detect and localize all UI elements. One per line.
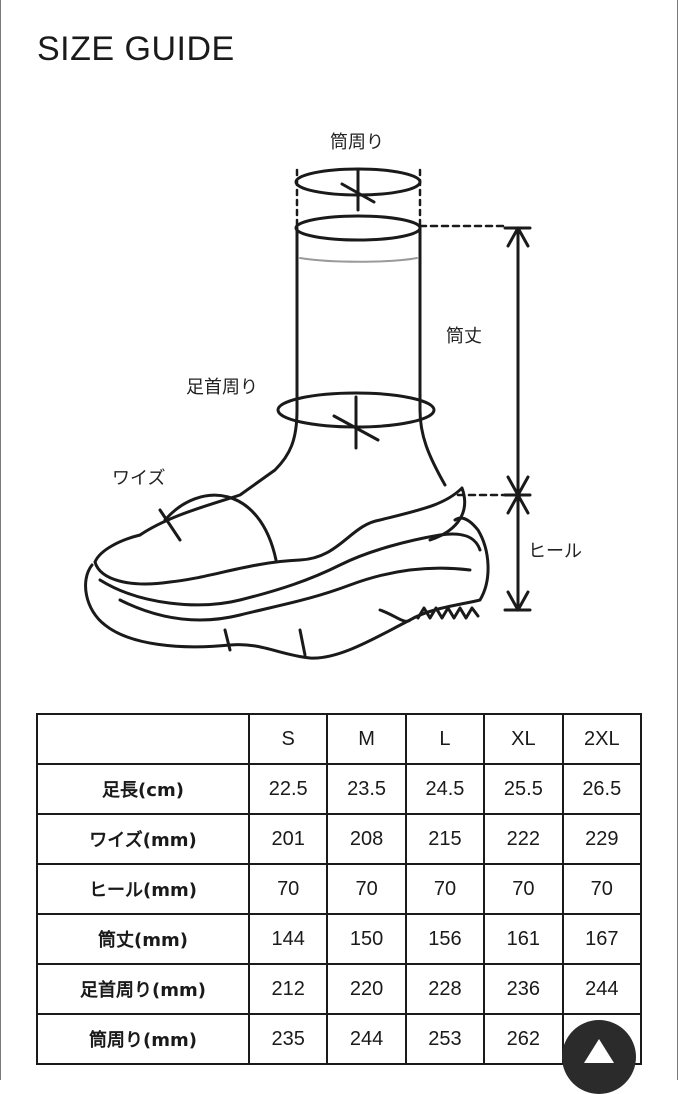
table-cell: 201 [247, 813, 329, 865]
table-cell: 167 [561, 913, 643, 965]
table-cell: 70 [247, 863, 329, 915]
table-cell: 229 [561, 813, 643, 865]
shaft-opening [294, 214, 422, 242]
table-row: ワイズ(mm) 201 208 215 222 229 [36, 813, 643, 865]
table-cell: 236 [483, 963, 564, 1015]
table-cell: 23.5 [326, 763, 407, 815]
width-arc [163, 493, 278, 562]
size-column-header: 2XL [561, 713, 643, 765]
table-cell: 70 [404, 863, 486, 915]
table-row: 足長(cm) 22.5 23.5 24.5 25.5 26.5 [36, 763, 643, 815]
table-row: 筒周り(mm) 235 244 253 262 271 [36, 1013, 643, 1065]
table-cell: 70 [561, 863, 643, 915]
page-title: SIZE GUIDE [37, 30, 235, 68]
table-cell: 262 [483, 1013, 564, 1065]
table-cell: 222 [483, 813, 564, 865]
label-ankle-circumference: 足首周り [186, 377, 258, 398]
boot-size-diagram: 筒周り 筒丈 足首周り ワイズ ヒール [84, 132, 582, 660]
table-cell: 161 [483, 913, 564, 965]
row-label: ワイズ(mm) [36, 813, 250, 865]
boot-upper [93, 486, 467, 586]
row-label: ヒール(mm) [36, 863, 250, 915]
table-cell: 22.5 [247, 763, 329, 815]
row-label: 足首周り(mm) [36, 963, 250, 1015]
boot-shaft [138, 226, 447, 537]
arrow-up-icon [584, 1039, 614, 1063]
table-cell: 25.5 [483, 763, 564, 815]
row-label: 筒丈(mm) [36, 913, 250, 965]
table-cell: 212 [247, 963, 329, 1015]
table-cell: 70 [483, 863, 564, 915]
label-shaft-height: 筒丈 [446, 326, 482, 347]
table-row: 足首周り(mm) 212 220 228 236 244 [36, 963, 643, 1015]
frame-edge-left [0, 0, 1, 1080]
table-row: 筒丈(mm) 144 150 156 161 167 [36, 913, 643, 965]
table-row: ヒール(mm) 70 70 70 70 70 [36, 863, 643, 915]
table-cell: 208 [326, 813, 407, 865]
table-cell: 70 [326, 863, 407, 915]
table-cell: 24.5 [404, 763, 486, 815]
table-cell: 26.5 [561, 763, 643, 815]
label-width: ワイズ [112, 468, 165, 489]
size-table: S M L XL 2XL 足長(cm) 22.5 23.5 24.5 25.5 … [36, 713, 643, 1065]
boot-sole [84, 516, 490, 660]
scroll-to-top-button[interactable] [562, 1020, 636, 1094]
table-cell: 244 [326, 1013, 407, 1065]
size-column-header: XL [483, 713, 564, 765]
table-cell: 235 [247, 1013, 329, 1065]
table-cell: 244 [561, 963, 643, 1015]
table-cell: 215 [404, 813, 486, 865]
label-heel: ヒール [528, 541, 582, 562]
table-cell: 228 [404, 963, 486, 1015]
size-column-header: M [326, 713, 407, 765]
table-cell: 220 [326, 963, 407, 1015]
table-header-row: S M L XL 2XL [36, 713, 643, 765]
label-shaft-circumference: 筒周り [330, 132, 384, 153]
row-label: 足長(cm) [36, 763, 250, 815]
table-cell: 144 [247, 913, 329, 965]
table-corner-cell [36, 713, 250, 765]
row-label: 筒周り(mm) [36, 1013, 250, 1065]
table-cell: 253 [404, 1013, 486, 1065]
table-cell: 156 [404, 913, 486, 965]
table-cell: 150 [326, 913, 407, 965]
size-column-header: L [404, 713, 486, 765]
size-column-header: S [247, 713, 329, 765]
